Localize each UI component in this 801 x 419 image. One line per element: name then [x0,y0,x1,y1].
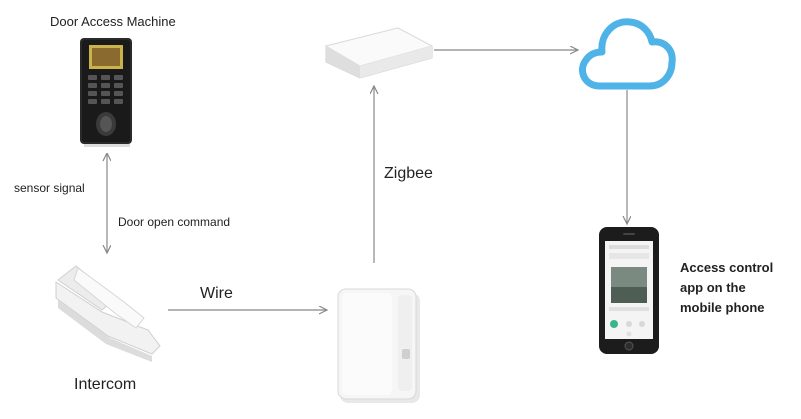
app-description-line-2: app on the [680,280,746,295]
fingerprint-door-access-machine-icon [80,38,132,147]
smartphone-icon [599,227,659,354]
sensor-signal-label: sensor signal [14,181,85,195]
app-description-label: Access control app on the mobile phone [680,258,773,318]
wire-label: Wire [200,285,233,302]
intercom-label: Intercom [74,376,137,393]
wireless-module-icon [337,288,420,403]
zigbee-label: Zigbee [384,165,433,182]
app-description-line-1: Access control [680,260,774,275]
intercom-handset-icon [55,265,161,362]
door-access-machine-label: Door Access Machine [50,14,176,29]
door-open-command-label: Door open command [118,215,231,229]
cloud-icon [579,18,676,90]
app-description-line-3: mobile phone [680,300,765,315]
zigbee-gateway-router-icon [324,27,434,79]
